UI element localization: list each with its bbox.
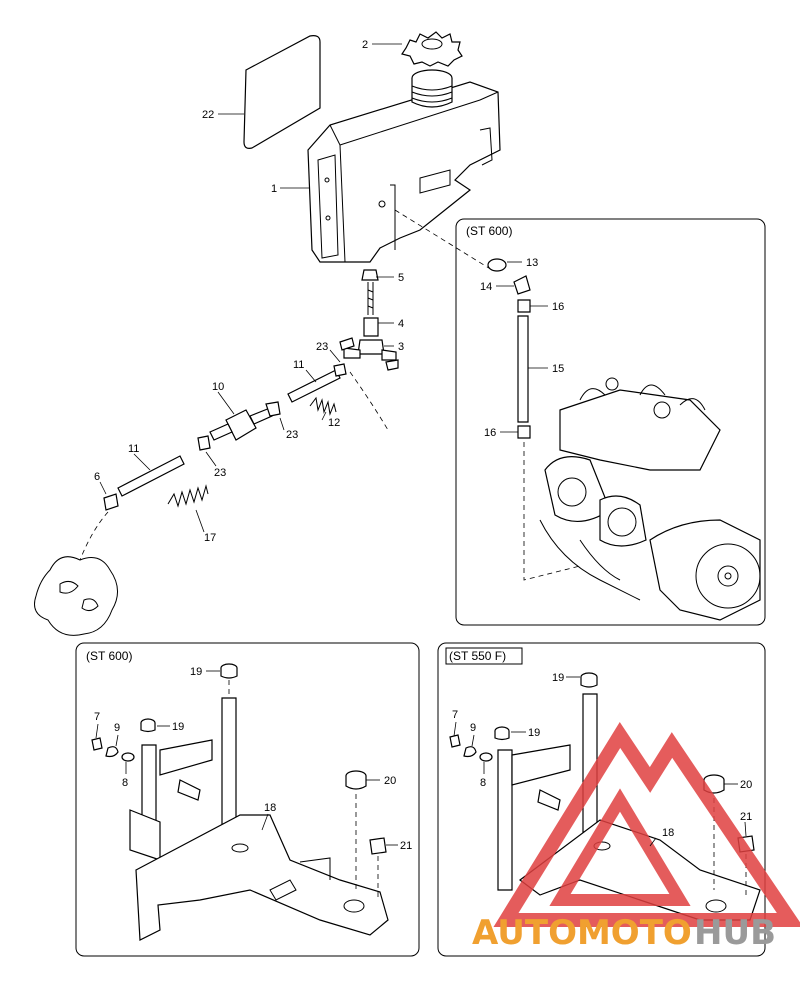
callout-11-a: 11 bbox=[293, 359, 304, 371]
callout-16-a: 16 bbox=[552, 301, 564, 313]
callout-20-a: 20 bbox=[384, 775, 396, 787]
callout-12: 12 bbox=[328, 417, 340, 429]
callout-10: 10 bbox=[212, 381, 224, 393]
bracket-right bbox=[449, 672, 761, 921]
fuel-filter bbox=[209, 401, 281, 441]
callout-4: 4 bbox=[398, 318, 404, 330]
watermark-logo bbox=[493, 722, 800, 927]
callout-18-a: 18 bbox=[264, 802, 276, 814]
callout-23-c: 23 bbox=[214, 467, 226, 479]
watermark-text-orange: AUTOMOTO bbox=[472, 913, 692, 953]
callout-5: 5 bbox=[398, 272, 404, 284]
vent-line bbox=[394, 209, 493, 271]
bracket-right-title-box bbox=[445, 647, 523, 665]
callout-2: 2 bbox=[362, 39, 368, 51]
callout-6: 6 bbox=[94, 471, 100, 483]
callout-7-b: 7 bbox=[452, 709, 458, 721]
fuel-tank bbox=[307, 81, 501, 263]
clamp-23-upper bbox=[333, 363, 347, 377]
fuel-line-fittings bbox=[339, 269, 399, 431]
spring-12 bbox=[309, 396, 337, 416]
callout-labels: 2 22 1 5 4 3 23 11 10 12 23 11 23 6 17 1… bbox=[94, 39, 752, 852]
engine-inset-title: (ST 600) bbox=[466, 224, 512, 238]
callout-14: 14 bbox=[480, 281, 492, 293]
fuel-hose-lower bbox=[117, 455, 185, 497]
engine-fragment bbox=[34, 556, 118, 636]
callout-23-b: 23 bbox=[286, 429, 298, 441]
callout-23-a: 23 bbox=[316, 341, 328, 353]
callout-8-a: 8 bbox=[122, 777, 128, 789]
callout-3: 3 bbox=[398, 341, 404, 353]
leader-lines bbox=[95, 43, 747, 847]
fuel-cap bbox=[401, 31, 463, 67]
callout-21-b: 21 bbox=[740, 811, 752, 823]
callout-9-b: 9 bbox=[470, 722, 476, 734]
bracket-left-frame bbox=[75, 642, 420, 957]
callout-20-b: 20 bbox=[740, 779, 752, 791]
callout-11-b: 11 bbox=[128, 443, 139, 455]
bracket-right-title: (ST 550 F) bbox=[449, 649, 506, 663]
clamp-23-mid bbox=[197, 435, 211, 451]
decal-pad bbox=[243, 35, 321, 149]
watermark-text-gray: HUB bbox=[694, 913, 776, 953]
engine-drawing bbox=[539, 377, 761, 621]
bracket-left bbox=[91, 663, 389, 941]
callout-15: 15 bbox=[552, 363, 564, 375]
callout-17: 17 bbox=[204, 532, 216, 544]
callout-18-b: 18 bbox=[662, 827, 674, 839]
callout-21-a: 21 bbox=[400, 840, 412, 852]
callout-19-b: 19 bbox=[172, 721, 184, 733]
fuel-hose-upper bbox=[287, 369, 341, 403]
vent-parts bbox=[487, 258, 531, 439]
bracket-left-title: (ST 600) bbox=[86, 649, 132, 663]
callout-8-b: 8 bbox=[480, 777, 486, 789]
callout-1: 1 bbox=[271, 183, 277, 195]
filler-neck bbox=[411, 69, 453, 108]
callout-13: 13 bbox=[526, 257, 538, 269]
callout-19-d: 19 bbox=[528, 727, 540, 739]
callout-9-a: 9 bbox=[114, 722, 120, 734]
callout-22: 22 bbox=[202, 109, 214, 121]
engine-inset-frame bbox=[455, 218, 766, 626]
clamp-6 bbox=[103, 493, 119, 511]
spring-17 bbox=[167, 484, 209, 508]
bracket-right-frame bbox=[437, 642, 766, 957]
callout-16-b: 16 bbox=[484, 427, 496, 439]
callout-7-a: 7 bbox=[94, 711, 100, 723]
callout-19-c: 19 bbox=[552, 672, 564, 684]
callout-19-a: 19 bbox=[190, 666, 202, 678]
